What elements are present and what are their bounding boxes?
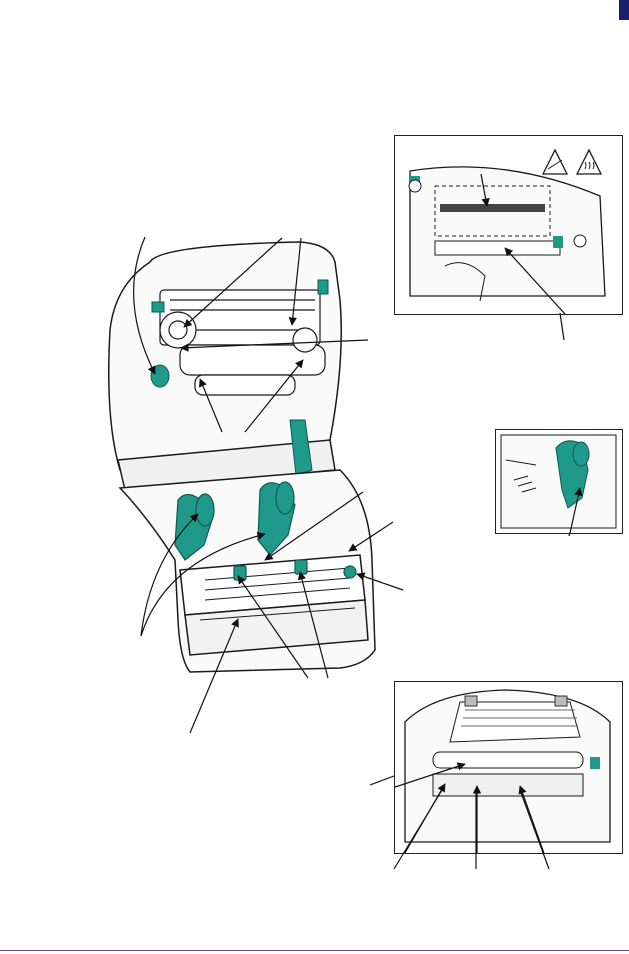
page-edge-tab bbox=[619, 0, 629, 20]
warning-triangle-icon bbox=[541, 148, 569, 175]
teal-ribbon-parts bbox=[150, 279, 329, 476]
media-roll-holders bbox=[174, 481, 357, 581]
callout-leaders bbox=[133, 236, 404, 734]
roller-inset bbox=[394, 681, 623, 854]
platen-roller-lines bbox=[199, 567, 356, 621]
footer-rule bbox=[0, 950, 629, 951]
ribbon-mechanism bbox=[159, 289, 326, 396]
hot-surface-warning-icon bbox=[575, 148, 603, 175]
printhead-inset bbox=[394, 135, 623, 315]
media-holder-inset bbox=[495, 429, 623, 534]
